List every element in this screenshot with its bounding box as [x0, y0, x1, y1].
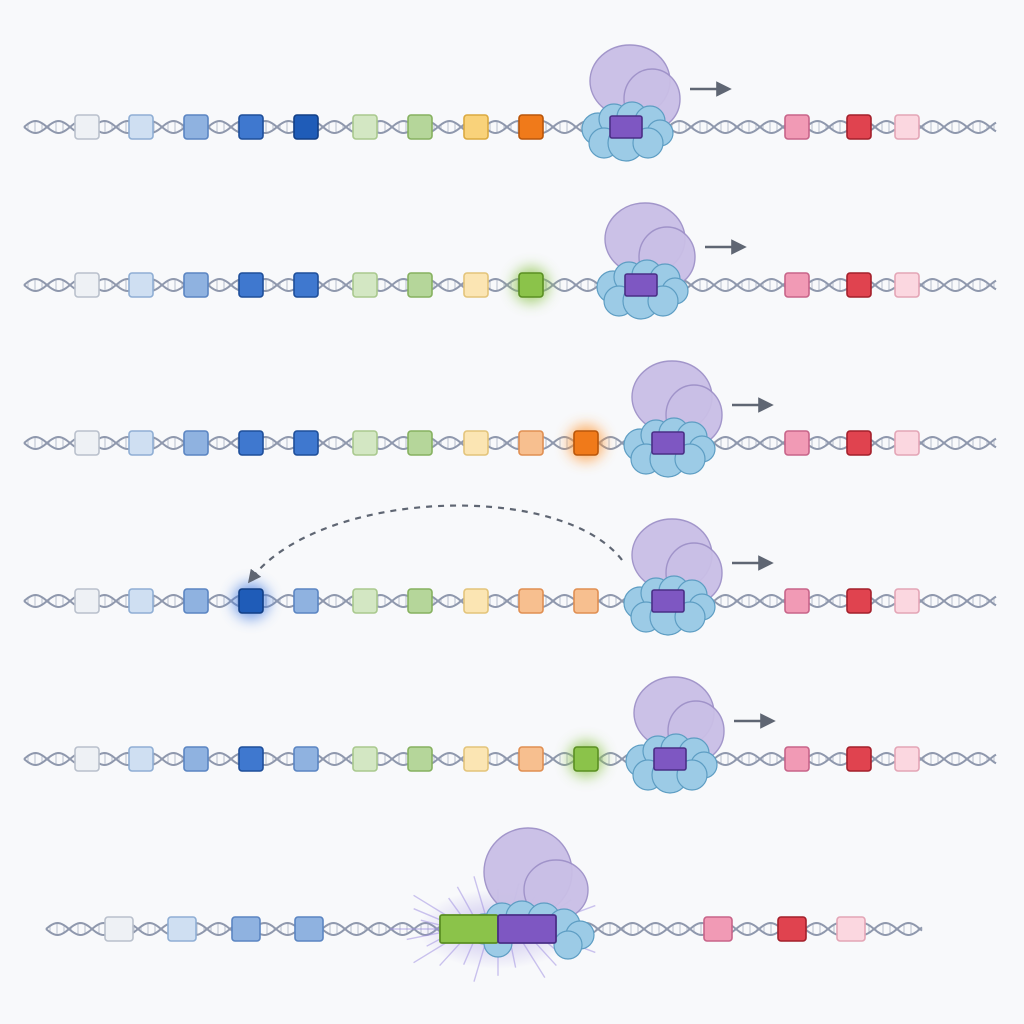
step-3-block-paleyellow: [463, 430, 489, 456]
step-6-fusion-block-paleblue: [167, 916, 197, 942]
step-4-complex-core-block: [651, 589, 685, 613]
step-1: [23, 44, 997, 162]
step-1-downstream-block-red: [846, 114, 872, 140]
step-2-block-paleblue: [128, 272, 154, 298]
step-4-block-navy: [238, 588, 264, 614]
step-2-block-paleyellow: [463, 272, 489, 298]
step-3-block-blue: [238, 430, 264, 456]
step-4-block-paleyellow: [463, 588, 489, 614]
step-3-downstream-block-red: [846, 430, 872, 456]
step-4: [23, 504, 997, 636]
step-4-block-midgreen: [407, 588, 433, 614]
step-2-downstream-block-pink: [784, 272, 810, 298]
step-6-fusion-fused-green-block: [439, 914, 499, 944]
step-1-block-gray: [74, 114, 100, 140]
step-5-block-gray: [74, 746, 100, 772]
step-3-block-midblue: [183, 430, 209, 456]
step-5-block-palegreen: [352, 746, 378, 772]
step-3-block-palegreen: [352, 430, 378, 456]
step-2-complex-core-block: [624, 273, 658, 297]
step-2-downstream-block-red: [846, 272, 872, 298]
step-6-fusion-complex-small-subunit-lobe: [553, 930, 583, 960]
step-4-block-paleblue: [128, 588, 154, 614]
step-4-block-midblue: [293, 588, 319, 614]
step-5-block-green: [573, 746, 599, 772]
step-3-block-paleorange: [518, 430, 544, 456]
step-6-fusion-downstream-block-red: [777, 916, 807, 942]
step-3-downstream-block-palepink: [894, 430, 920, 456]
step-3-complex-core-block: [651, 431, 685, 455]
step-2-block-blue: [238, 272, 264, 298]
step-4-downstream-block-palepink: [894, 588, 920, 614]
step-1-block-paleblue: [128, 114, 154, 140]
step-4-block-paleorange: [573, 588, 599, 614]
step-1-complex-core-block: [609, 115, 643, 139]
step-3-block-orange: [573, 430, 599, 456]
step-3-block-gray: [74, 430, 100, 456]
step-5-block-paleblue: [128, 746, 154, 772]
step-3-block-blue: [293, 430, 319, 456]
step-2-block-gray: [74, 272, 100, 298]
step-3-block-midgreen: [407, 430, 433, 456]
step-3: [23, 360, 997, 478]
step-4-block-paleorange: [518, 588, 544, 614]
step-1-downstream-block-pink: [784, 114, 810, 140]
step-5-downstream-block-red: [846, 746, 872, 772]
step-3-downstream-block-pink: [784, 430, 810, 456]
step-1-block-palegreen: [352, 114, 378, 140]
step-5-downstream-block-pink: [784, 746, 810, 772]
step-1-block-orange: [518, 114, 544, 140]
step-3-block-paleblue: [128, 430, 154, 456]
step-6-fusion-fused-core-block: [497, 914, 557, 944]
step-1-block-blue: [238, 114, 264, 140]
step-2-block-midblue: [183, 272, 209, 298]
step-4-downstream-block-red: [846, 588, 872, 614]
step-5-block-blue: [238, 746, 264, 772]
step-2-downstream-block-palepink: [894, 272, 920, 298]
step-4-block-palegreen: [352, 588, 378, 614]
step-6-fusion-block-midblue: [231, 916, 261, 942]
step-1-block-midblue: [183, 114, 209, 140]
step-5-block-paleorange: [518, 746, 544, 772]
step-4-block-midblue: [183, 588, 209, 614]
step-5-downstream-block-palepink: [894, 746, 920, 772]
step-2: [23, 202, 997, 320]
step-5-complex-core-block: [653, 747, 687, 771]
step-5-block-paleyellow: [463, 746, 489, 772]
step-4-loop-arrow: [247, 504, 623, 584]
step-1-block-navy: [293, 114, 319, 140]
step-2-block-midgreen: [407, 272, 433, 298]
step-1-downstream-block-palepink: [894, 114, 920, 140]
step-6-fusion-block-midblue: [294, 916, 324, 942]
step-2-block-green: [518, 272, 544, 298]
step-5-block-midblue: [183, 746, 209, 772]
step-6-fusion-downstream-block-pink: [703, 916, 733, 942]
step-6-fusion-downstream-block-palepink: [836, 916, 866, 942]
step-1-block-midgreen: [407, 114, 433, 140]
step-6-fusion-block-gray: [104, 916, 134, 942]
step-1-block-yellow: [463, 114, 489, 140]
step-2-block-blue: [293, 272, 319, 298]
step-2-block-palegreen: [352, 272, 378, 298]
step-6-fusion: [45, 827, 923, 982]
step-5-block-midgreen: [407, 746, 433, 772]
step-5-block-midblue: [293, 746, 319, 772]
step-4-block-gray: [74, 588, 100, 614]
step-5: [23, 676, 997, 794]
step-4-downstream-block-pink: [784, 588, 810, 614]
